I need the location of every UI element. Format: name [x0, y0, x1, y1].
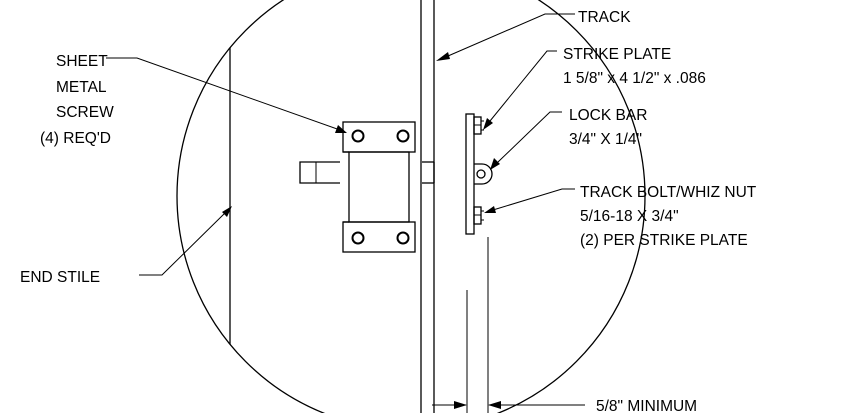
lock-bar	[299, 161, 435, 184]
detail-circle	[176, 0, 646, 413]
label-screw-line4: (4) REQ'D	[40, 130, 111, 147]
label-track-bolt: TRACK BOLT/WHIZ NUT	[580, 184, 757, 201]
lock-bar-leader	[497, 111, 562, 163]
lock-bracket	[342, 121, 416, 253]
label-minimum: 5/8" MINIMUM	[596, 398, 697, 413]
strike-plate-leader	[489, 50, 557, 122]
screw-leader	[106, 57, 341, 131]
end-stile-leader	[139, 211, 227, 276]
label-screw-line3: SCREW	[56, 104, 114, 121]
track-leader	[447, 13, 575, 57]
label-screw-line1: SHEET	[56, 53, 108, 70]
label-track: TRACK	[578, 9, 631, 26]
label-lock-bar: LOCK BAR	[569, 107, 647, 124]
label-strike-plate: STRIKE PLATE	[563, 46, 671, 63]
label-track-bolt-qty: (2) PER STRIKE PLATE	[580, 232, 748, 249]
screw-icon	[396, 129, 410, 143]
screw-icon	[396, 231, 410, 245]
screw-icon	[351, 129, 365, 143]
label-lock-bar-size: 3/4" X 1/4"	[569, 131, 642, 148]
minimum-dimension	[432, 401, 585, 409]
screw-icon	[351, 231, 365, 245]
label-track-bolt-size: 5/16-18 X 3/4"	[580, 208, 679, 225]
lock-bar-tab	[474, 163, 493, 185]
track-bolt-leader	[492, 188, 575, 211]
strike-plate	[465, 113, 484, 235]
label-end-stile: END STILE	[20, 269, 100, 286]
label-strike-plate-size: 1 5/8" x 4 1/2" x .086	[563, 70, 706, 87]
label-screw-line2: METAL	[56, 79, 107, 96]
